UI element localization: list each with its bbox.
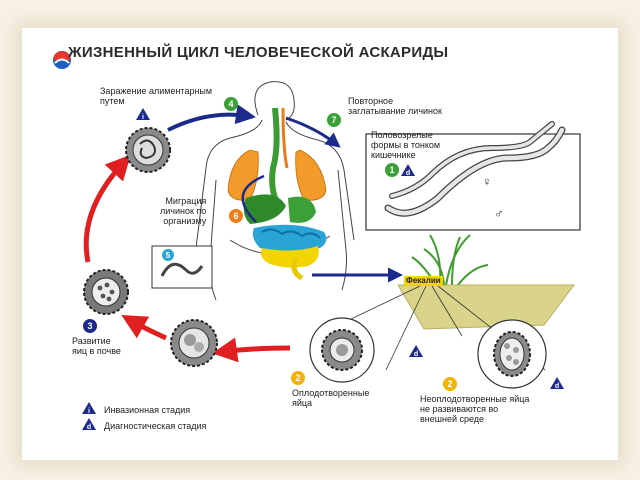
stage-marker-5: 5 bbox=[162, 249, 174, 261]
svg-text:d: d bbox=[87, 424, 91, 431]
stage-marker-6: 6 bbox=[229, 209, 243, 223]
egg-stage3 bbox=[83, 269, 129, 315]
diagnostic-mark-2b: d bbox=[550, 377, 564, 390]
label-stage-4: Заражение алиментарным путем bbox=[100, 86, 213, 106]
stage-marker-4: 4 bbox=[224, 97, 238, 111]
stage-marker-1: 1 bbox=[385, 163, 399, 177]
egg-invasive bbox=[125, 127, 171, 173]
stomach-icon bbox=[288, 196, 316, 223]
male-symbol: ♂ bbox=[494, 206, 504, 221]
intestines-icon bbox=[252, 224, 327, 281]
trachea-icon bbox=[281, 107, 289, 169]
svg-text:1: 1 bbox=[389, 165, 394, 175]
svg-text:i: i bbox=[142, 114, 144, 121]
page-title: ЖИЗНЕННЫЙ ЦИКЛ ЧЕЛОВЕЧЕСКОЙ АСКАРИДЫ bbox=[68, 44, 449, 61]
arrow-egg3-to-egg2 bbox=[121, 315, 168, 341]
label-stage-7: Повторное заглатывание личинок bbox=[348, 96, 442, 116]
legend-invasive-label: Инвазионная стадия bbox=[104, 405, 191, 415]
label-stage-2b: Неоплодотворенные яйца не развиваются во… bbox=[420, 394, 530, 424]
diagnostic-mark-2a: d bbox=[409, 345, 423, 358]
adult-worms-icon bbox=[384, 121, 566, 217]
legend-invasive-icon: i bbox=[82, 402, 96, 415]
larva-icon bbox=[160, 262, 204, 277]
esophagus-icon bbox=[269, 107, 280, 205]
svg-text:5: 5 bbox=[166, 251, 171, 260]
diagnostic-mark-1: d bbox=[401, 164, 415, 177]
legend-diagnostic-label: Диагностическая стадия bbox=[104, 421, 207, 431]
stage-marker-2b: 2 bbox=[443, 377, 457, 391]
lungs-icon bbox=[227, 149, 327, 201]
svg-text:2: 2 bbox=[295, 373, 300, 383]
label-feces: Фекалии bbox=[404, 276, 443, 286]
svg-text:d: d bbox=[414, 351, 418, 358]
label-stage-6: Миграция личинок по организму bbox=[160, 196, 207, 226]
svg-text:2: 2 bbox=[447, 379, 452, 389]
stage-marker-2a: 2 bbox=[291, 371, 305, 385]
stage-marker-7: 7 bbox=[327, 113, 341, 127]
svg-text:d: d bbox=[406, 170, 410, 177]
invasive-mark-egg: i bbox=[136, 108, 150, 121]
label-stage-1: Половозрелые формы в тонком кишечнике bbox=[371, 130, 441, 160]
arrow-mouth-to-worm bbox=[285, 116, 341, 148]
arrow-soil-to-egg bbox=[212, 337, 291, 363]
arrow-egg-to-mouth bbox=[167, 104, 256, 132]
svg-text:i: i bbox=[88, 408, 90, 415]
svg-text:4: 4 bbox=[228, 99, 233, 109]
label-stage-3: Развитие яиц в почве bbox=[72, 336, 121, 356]
logo-icon bbox=[53, 51, 71, 69]
svg-text:6: 6 bbox=[233, 211, 238, 221]
egg-developing bbox=[170, 319, 218, 367]
egg-fertilized bbox=[309, 317, 375, 383]
legend-diagnostic-icon: d bbox=[82, 418, 96, 431]
egg-unfertilized bbox=[477, 319, 547, 389]
svg-text:d: d bbox=[555, 383, 559, 390]
stage-marker-3: 3 bbox=[83, 319, 97, 333]
liver-icon bbox=[243, 194, 286, 224]
svg-text:3: 3 bbox=[87, 321, 92, 331]
svg-text:7: 7 bbox=[331, 115, 336, 125]
female-symbol: ♀ bbox=[482, 174, 492, 189]
label-stage-2a: Оплодотворенные яйца bbox=[292, 388, 370, 408]
arrow-up-left bbox=[83, 154, 131, 263]
arrow-migration bbox=[241, 174, 265, 223]
soil-patch bbox=[397, 284, 575, 330]
